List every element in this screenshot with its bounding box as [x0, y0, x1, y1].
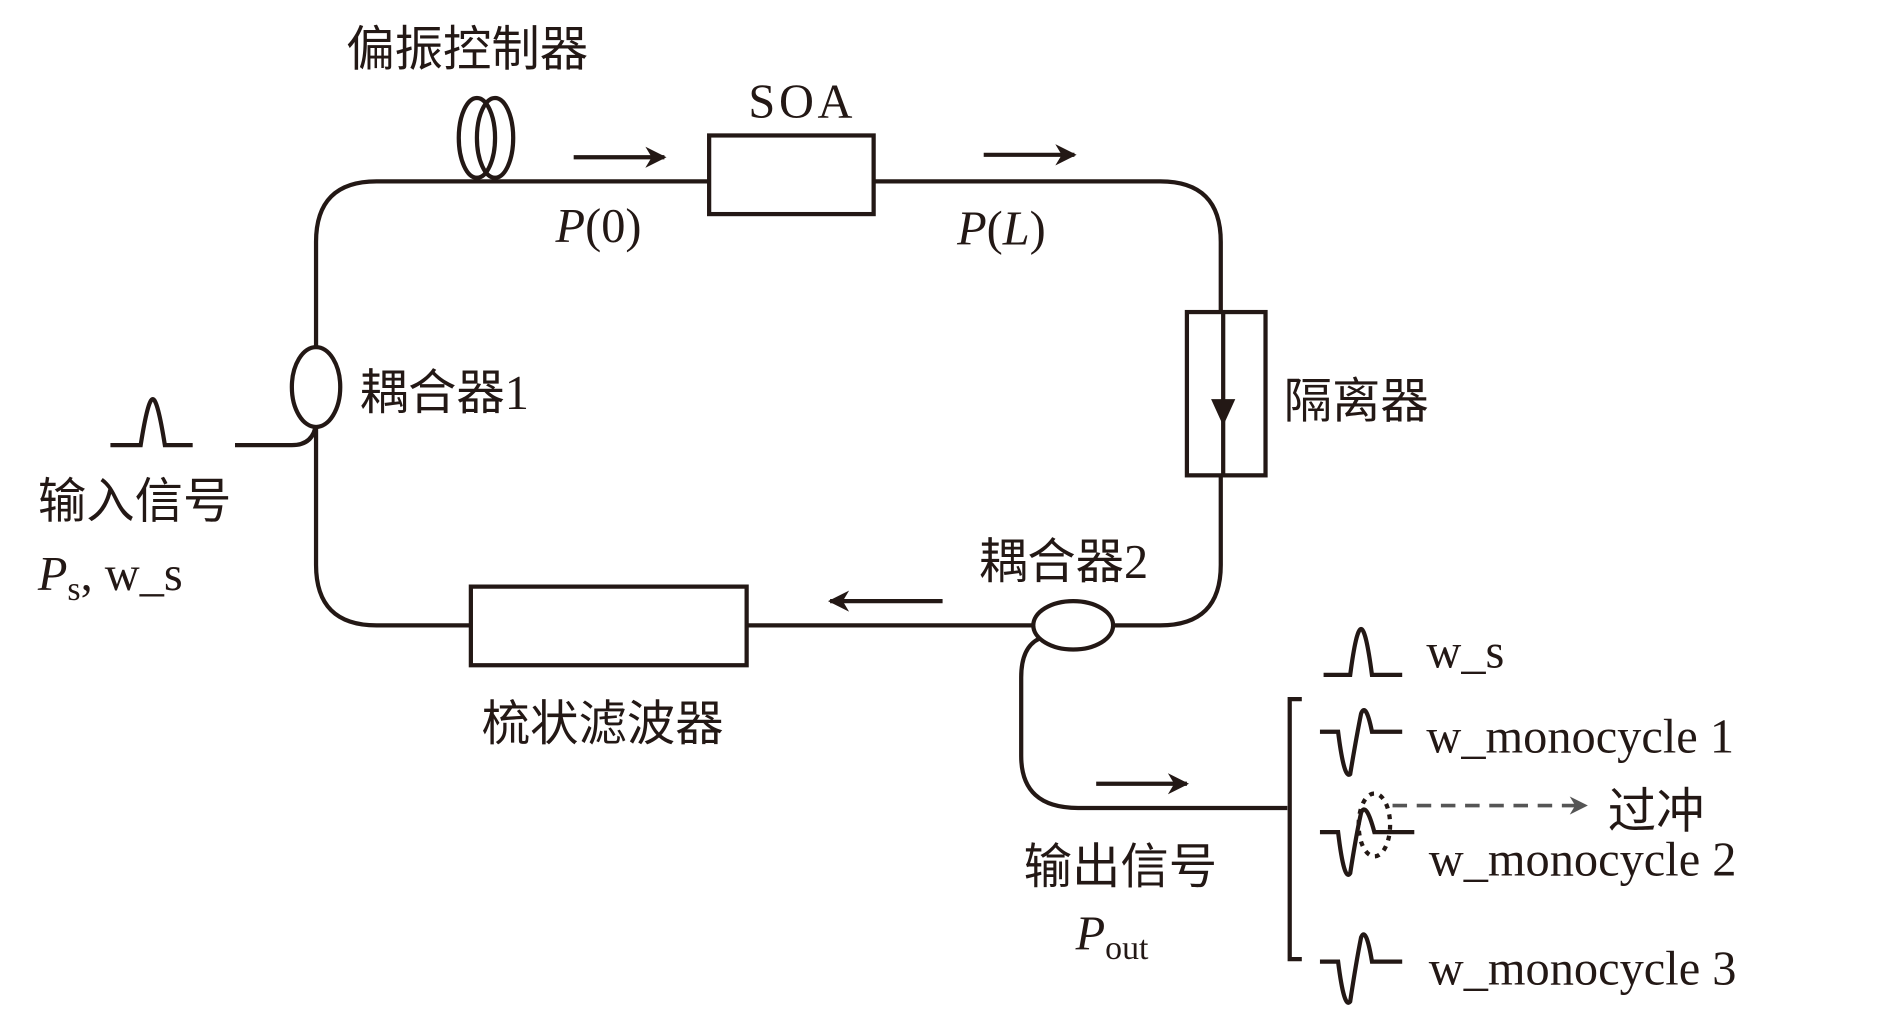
output-symbol: Pout: [1075, 907, 1149, 967]
monocycle2-wave-icon: [1319, 807, 1415, 877]
coupler1-label: 耦合器1: [360, 367, 529, 420]
overshoot-circle: [1356, 791, 1393, 859]
fiber-top-right: [873, 179, 1223, 313]
soa-label: SOA: [748, 75, 856, 128]
comb-filter-box: [468, 584, 749, 668]
isolator-arrow-icon: [1211, 399, 1236, 426]
input-signal-label: 输入信号: [38, 476, 232, 529]
output-bracket: [1287, 696, 1302, 962]
overshoot-label: 过冲: [1608, 785, 1705, 838]
pl-label: P(L): [956, 202, 1046, 255]
fiber-left-lower: [313, 425, 471, 628]
monocycle1-wave-icon: [1319, 708, 1403, 777]
ws-pulse-icon: [1323, 626, 1403, 678]
input-fiber: [235, 423, 319, 448]
coupler2-label: 耦合器2: [979, 536, 1148, 589]
coupler2-icon: [1031, 599, 1116, 652]
monocycle3-wave-icon: [1319, 932, 1403, 1005]
output-signal-label: 输出信号: [1024, 841, 1218, 894]
comb-filter-label: 梳状滤波器: [482, 698, 724, 751]
polarization-controller-label: 偏振控制器: [346, 23, 588, 76]
input-symbol: Ps, w_s: [37, 548, 183, 608]
input-pulse-icon: [110, 397, 193, 448]
isolator-label: 隔离器: [1284, 375, 1429, 428]
coupler1-icon: [289, 345, 343, 430]
legend-monocycle2: w_monocycle 2: [1429, 834, 1737, 887]
legend-monocycle1: w_monocycle 1: [1426, 710, 1734, 763]
output-fiber: [1019, 636, 1288, 811]
legend-ws: w_s: [1426, 626, 1504, 679]
p0-label: P(0): [555, 200, 642, 253]
fiber-right-lower: [1113, 475, 1223, 628]
isolator-box: [1184, 309, 1268, 478]
legend-monocycle3: w_monocycle 3: [1429, 943, 1737, 996]
polarization-controller-icon: [456, 95, 516, 180]
fiber-top-left: [313, 179, 710, 349]
soa-box: [707, 133, 876, 217]
